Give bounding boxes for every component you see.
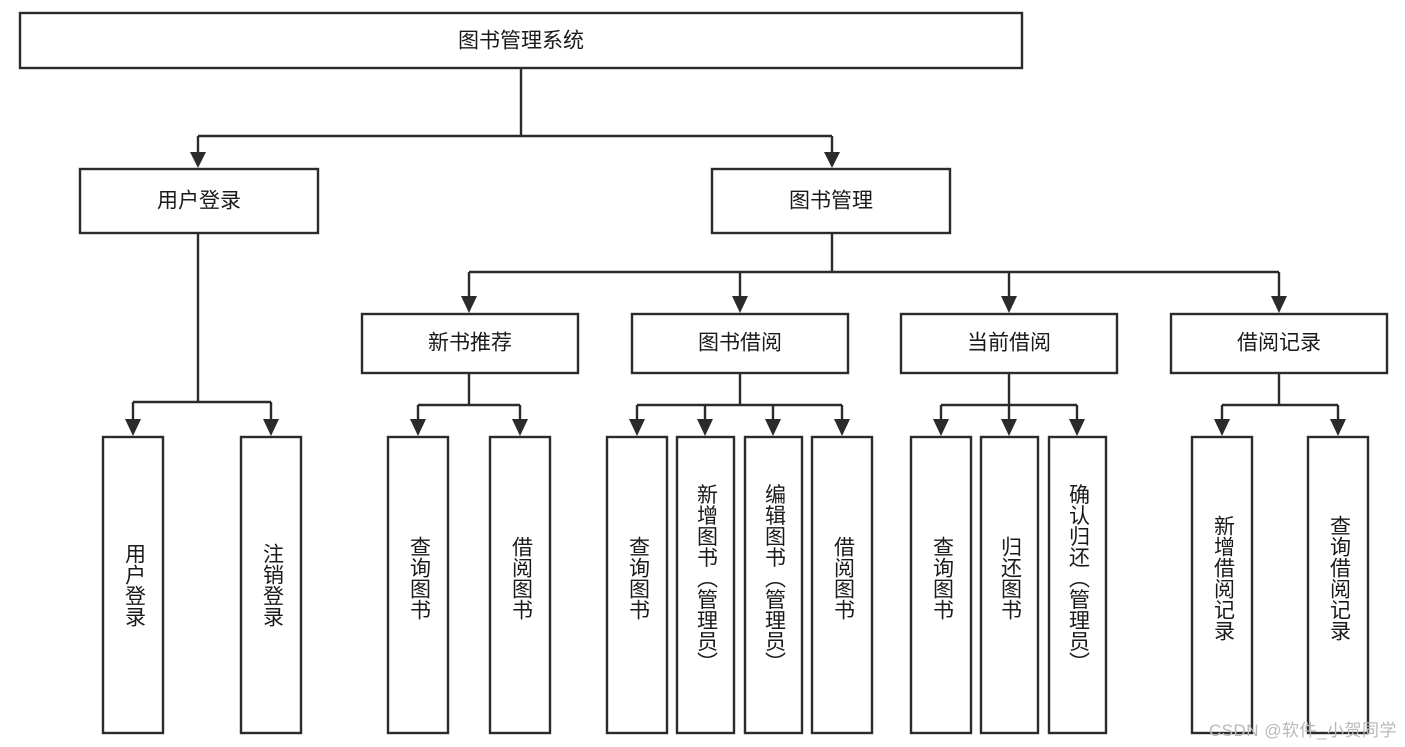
node-leaf-user-logout-box[interactable] bbox=[239, 435, 303, 735]
node-leaf-add-book-label: 新增图书（管理员） bbox=[694, 484, 718, 673]
arrowhead-leaf-add-book bbox=[697, 419, 713, 436]
node-user-login[interactable]: 用户登录 bbox=[78, 167, 320, 235]
node-leaf-query-book-3-label: 查询图书 bbox=[930, 536, 954, 620]
arrowhead-borrow-record bbox=[1271, 296, 1287, 313]
arrowhead-leaf-add-record bbox=[1214, 419, 1230, 436]
node-leaf-query-record[interactable]: 查询借阅记录 bbox=[1306, 435, 1370, 735]
arrowhead-leaf-query-book-3 bbox=[933, 419, 949, 436]
arrowhead-leaf-borrow-book-2 bbox=[834, 419, 850, 436]
node-leaf-user-login[interactable]: 用户登录 bbox=[101, 435, 165, 735]
node-book-borrow-box[interactable] bbox=[630, 312, 850, 375]
node-leaf-borrow-book-2-box[interactable] bbox=[810, 435, 874, 735]
node-leaf-query-book-2-label: 查询图书 bbox=[626, 536, 650, 620]
arrowhead-leaf-borrow-book-1 bbox=[512, 419, 528, 436]
node-leaf-borrow-book-2[interactable]: 借阅图书 bbox=[810, 435, 874, 735]
arrowhead-new-book-recommend bbox=[461, 296, 477, 313]
node-book-management-box[interactable] bbox=[710, 167, 952, 235]
node-current-borrow-box[interactable] bbox=[899, 312, 1119, 375]
csdn-watermark: CSDN @软件_小贺同学 bbox=[1208, 721, 1397, 740]
node-borrow-record-box[interactable] bbox=[1169, 312, 1389, 375]
node-leaf-query-book-1-label: 查询图书 bbox=[407, 536, 431, 620]
arrowhead-book-borrow bbox=[732, 296, 748, 313]
arrowhead-leaf-confirm-return bbox=[1069, 419, 1085, 436]
node-leaf-add-book[interactable]: 新增图书（管理员） bbox=[675, 435, 736, 735]
node-leaf-user-login-box[interactable] bbox=[101, 435, 165, 735]
node-user-login-label: 用户登录 bbox=[157, 190, 241, 213]
node-leaf-add-record-label: 新增借阅记录 bbox=[1211, 515, 1235, 641]
node-leaf-borrow-book-1[interactable]: 借阅图书 bbox=[488, 435, 552, 735]
node-leaf-borrow-book-2-label: 借阅图书 bbox=[831, 536, 855, 620]
node-leaf-edit-book-label: 编辑图书（管理员） bbox=[762, 484, 786, 673]
arrowhead-leaf-query-book-2 bbox=[629, 419, 645, 436]
arrowhead-leaf-user-logout bbox=[263, 419, 279, 436]
node-leaf-user-logout-label: 注销登录 bbox=[260, 543, 284, 627]
node-leaf-query-book-3[interactable]: 查询图书 bbox=[909, 435, 973, 735]
node-book-borrow-label: 图书借阅 bbox=[698, 332, 782, 355]
node-leaf-query-book-2-box[interactable] bbox=[605, 435, 669, 735]
connector-group-userlogin-to-leaves bbox=[125, 233, 279, 436]
node-new-book-recommend-label: 新书推荐 bbox=[428, 332, 512, 355]
arrowhead-leaf-user-login bbox=[125, 419, 141, 436]
connector-group-root-to-level2 bbox=[190, 68, 840, 168]
node-book-borrow[interactable]: 图书借阅 bbox=[630, 312, 850, 375]
node-leaf-query-record-label: 查询借阅记录 bbox=[1327, 515, 1351, 641]
node-current-borrow[interactable]: 当前借阅 bbox=[899, 312, 1119, 375]
node-leaf-edit-book[interactable]: 编辑图书（管理员） bbox=[743, 435, 804, 735]
node-new-book-recommend-box[interactable] bbox=[360, 312, 580, 375]
node-leaf-edit-book-box[interactable] bbox=[743, 435, 804, 735]
connector-group-borrowrecord-to-leaves bbox=[1214, 373, 1346, 436]
connector-group-currentborrow-to-leaves bbox=[933, 373, 1085, 436]
node-leaf-return-book-box[interactable] bbox=[979, 435, 1040, 735]
node-leaf-query-book-1[interactable]: 查询图书 bbox=[386, 435, 450, 735]
node-root-system[interactable]: 图书管理系统 bbox=[18, 11, 1024, 70]
connector-group-bookmgmt-to-level3 bbox=[461, 233, 1287, 313]
node-leaf-borrow-book-1-label: 借阅图书 bbox=[509, 536, 533, 620]
node-leaf-add-record[interactable]: 新增借阅记录 bbox=[1190, 435, 1254, 735]
node-leaf-user-login-label: 用户登录 bbox=[122, 543, 146, 627]
node-leaf-query-book-2[interactable]: 查询图书 bbox=[605, 435, 669, 735]
node-current-borrow-label: 当前借阅 bbox=[967, 332, 1051, 355]
node-leaf-confirm-return[interactable]: 确认归还（管理员） bbox=[1047, 435, 1108, 735]
node-leaf-add-book-box[interactable] bbox=[675, 435, 736, 735]
arrowhead-current-borrow bbox=[1001, 296, 1017, 313]
node-leaf-add-record-box[interactable] bbox=[1190, 435, 1254, 735]
node-user-login-box[interactable] bbox=[78, 167, 320, 235]
arrowhead-leaf-return-book bbox=[1001, 419, 1017, 436]
node-root-system-box[interactable] bbox=[18, 11, 1024, 70]
node-leaf-return-book-label: 归还图书 bbox=[998, 536, 1022, 620]
node-leaf-query-book-3-box[interactable] bbox=[909, 435, 973, 735]
node-new-book-recommend[interactable]: 新书推荐 bbox=[360, 312, 580, 375]
node-leaf-confirm-return-box[interactable] bbox=[1047, 435, 1108, 735]
node-book-management[interactable]: 图书管理 bbox=[710, 167, 952, 235]
node-book-management-label: 图书管理 bbox=[789, 190, 873, 213]
node-borrow-record-label: 借阅记录 bbox=[1237, 332, 1321, 355]
arrowhead-book-management bbox=[824, 152, 840, 168]
node-leaf-query-book-1-box[interactable] bbox=[386, 435, 450, 735]
node-leaf-query-record-box[interactable] bbox=[1306, 435, 1370, 735]
node-leaf-return-book[interactable]: 归还图书 bbox=[979, 435, 1040, 735]
node-leaf-borrow-book-1-box[interactable] bbox=[488, 435, 552, 735]
arrowhead-user-login bbox=[190, 152, 206, 168]
node-leaf-confirm-return-label: 确认归还（管理员） bbox=[1066, 484, 1090, 673]
arrowhead-leaf-query-book-1 bbox=[410, 419, 426, 436]
node-borrow-record[interactable]: 借阅记录 bbox=[1169, 312, 1389, 375]
node-root-system-label: 图书管理系统 bbox=[458, 30, 584, 53]
node-leaf-user-logout[interactable]: 注销登录 bbox=[239, 435, 303, 735]
connector-group-bookborrow-to-leaves bbox=[629, 373, 850, 436]
arrowhead-leaf-edit-book bbox=[765, 419, 781, 436]
arrowhead-leaf-query-record bbox=[1330, 419, 1346, 436]
connector-group-newbook-to-leaves bbox=[410, 373, 528, 436]
